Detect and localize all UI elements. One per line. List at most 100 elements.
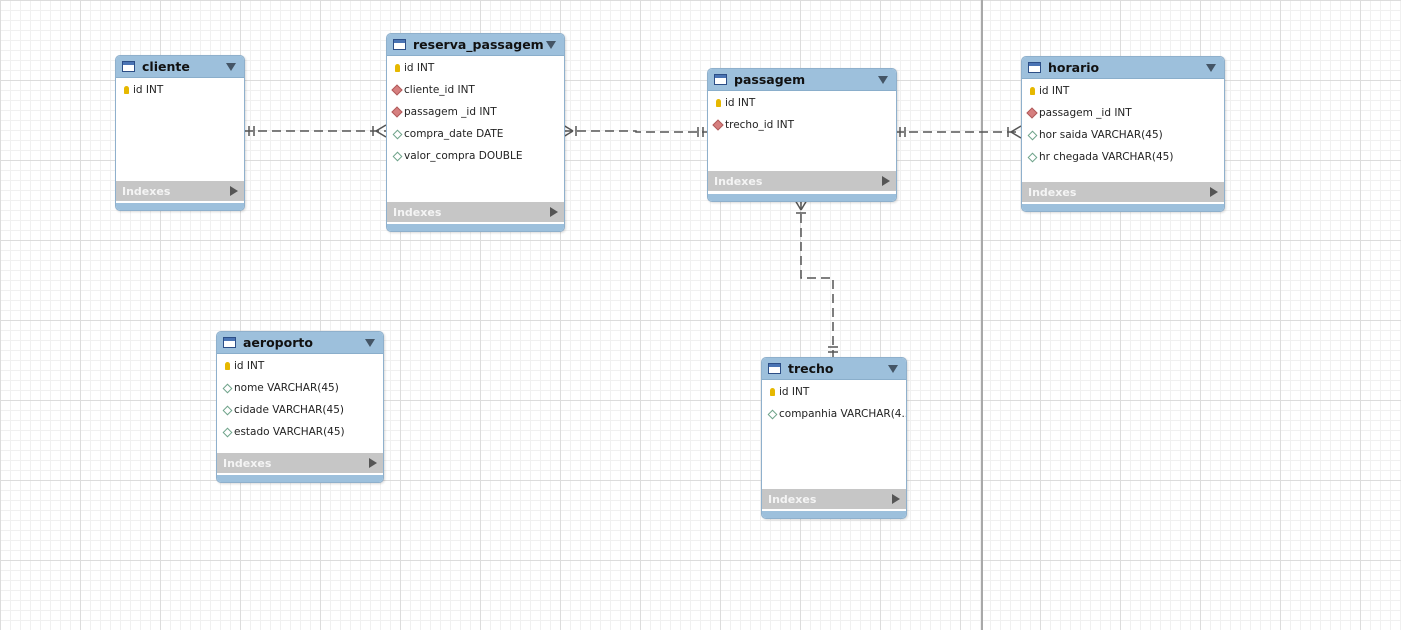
column-row[interactable]: cidade VARCHAR(45): [217, 399, 383, 421]
column-diamond-icon: [1027, 152, 1037, 162]
entity-title: trecho: [788, 361, 834, 376]
indexes-bar[interactable]: Indexes: [217, 453, 383, 473]
column-row[interactable]: id INT: [762, 381, 906, 403]
indexes-bar[interactable]: Indexes: [1022, 182, 1224, 202]
column-name: valor_compra DOUBLE: [404, 150, 523, 162]
entity-aeroporto[interactable]: aeroporto id INT nome VARCHAR(45) cidade…: [216, 331, 384, 483]
chevron-down-icon[interactable]: [878, 75, 888, 84]
entity-title: cliente: [142, 59, 190, 74]
entity-trecho[interactable]: trecho id INT companhia VARCHAR(4... Ind…: [761, 357, 907, 519]
entity-footer: [762, 511, 906, 518]
indexes-bar[interactable]: Indexes: [116, 181, 244, 201]
column-name: passagem _id INT: [1039, 107, 1132, 119]
relationship-cliente-reserva[interactable]: [244, 124, 387, 138]
entity-header[interactable]: horario: [1022, 57, 1224, 79]
entity-header[interactable]: passagem: [708, 69, 896, 91]
entity-footer: [116, 203, 244, 210]
entity-horario[interactable]: horario id INT passagem _id INT hor said…: [1021, 56, 1225, 212]
indexes-label: Indexes: [714, 174, 763, 188]
indexes-bar[interactable]: Indexes: [708, 171, 896, 191]
chevron-down-icon[interactable]: [1206, 63, 1216, 72]
table-icon: [1028, 62, 1041, 73]
column-name: id INT: [404, 62, 435, 74]
column-row[interactable]: compra_date DATE: [387, 123, 564, 145]
column-row[interactable]: id INT: [708, 92, 896, 114]
column-row[interactable]: hor saida VARCHAR(45): [1022, 124, 1224, 146]
indexes-bar[interactable]: Indexes: [762, 489, 906, 509]
column-diamond-icon: [392, 129, 402, 139]
chevron-down-icon[interactable]: [888, 364, 898, 373]
entity-header[interactable]: reserva_passagem: [387, 34, 564, 56]
triangle-right-icon[interactable]: [230, 186, 238, 196]
column-row[interactable]: trecho_id INT: [708, 114, 896, 136]
column-row[interactable]: id INT: [217, 355, 383, 377]
indexes-label: Indexes: [223, 456, 272, 470]
column-row[interactable]: id INT: [1022, 80, 1224, 102]
triangle-right-icon[interactable]: [892, 494, 900, 504]
column-row[interactable]: cliente_id INT: [387, 79, 564, 101]
entity-header[interactable]: cliente: [116, 56, 244, 78]
entity-header[interactable]: aeroporto: [217, 332, 383, 354]
triangle-right-icon[interactable]: [550, 207, 558, 217]
column-row[interactable]: passagem _id INT: [387, 101, 564, 123]
fk-diamond-icon: [1026, 107, 1038, 119]
chevron-down-icon[interactable]: [546, 40, 556, 49]
entity-title: reserva_passagem: [413, 37, 544, 52]
table-icon: [768, 363, 781, 374]
entity-footer: [217, 475, 383, 482]
column-row[interactable]: id INT: [116, 79, 244, 101]
triangle-right-icon[interactable]: [1210, 187, 1218, 197]
column-row[interactable]: id INT: [387, 57, 564, 79]
table-icon: [223, 337, 236, 348]
column-name: id INT: [133, 84, 164, 96]
column-list: id INT trecho_id INT: [708, 92, 896, 136]
relationship-passagem-horario[interactable]: [895, 125, 1022, 139]
column-row[interactable]: hr chegada VARCHAR(45): [1022, 146, 1224, 168]
triangle-right-icon[interactable]: [882, 176, 890, 186]
column-name: hor saida VARCHAR(45): [1039, 129, 1163, 141]
key-icon: [224, 362, 230, 370]
chevron-down-icon[interactable]: [226, 62, 236, 71]
entity-title: passagem: [734, 72, 806, 87]
key-icon: [1029, 87, 1035, 95]
entity-cliente[interactable]: cliente id INT Indexes: [115, 55, 245, 211]
column-name: trecho_id INT: [725, 119, 795, 131]
table-icon: [122, 61, 135, 72]
column-diamond-icon: [1027, 130, 1037, 140]
column-row[interactable]: estado VARCHAR(45): [217, 421, 383, 443]
indexes-label: Indexes: [1028, 185, 1077, 199]
entity-footer: [1022, 204, 1224, 211]
column-name: nome VARCHAR(45): [234, 382, 339, 394]
column-name: estado VARCHAR(45): [234, 426, 345, 438]
chevron-down-icon[interactable]: [365, 338, 375, 347]
column-name: id INT: [234, 360, 265, 372]
column-name: id INT: [725, 97, 756, 109]
entity-footer: [708, 194, 896, 201]
entity-reserva-passagem[interactable]: reserva_passagem id INT cliente_id INT p…: [386, 33, 565, 232]
indexes-label: Indexes: [122, 184, 171, 198]
column-name: cidade VARCHAR(45): [234, 404, 344, 416]
entity-footer: [387, 224, 564, 231]
indexes-bar[interactable]: Indexes: [387, 202, 564, 222]
column-diamond-icon: [392, 151, 402, 161]
column-diamond-icon: [222, 405, 232, 415]
table-icon: [714, 74, 727, 85]
entity-header[interactable]: trecho: [762, 358, 906, 380]
column-list: id INT: [116, 79, 244, 101]
relationship-reserva-passagem[interactable]: [562, 124, 707, 138]
key-icon: [715, 99, 721, 107]
column-list: id INT companhia VARCHAR(4...: [762, 381, 906, 425]
relationship-passagem-trecho[interactable]: [794, 199, 838, 357]
triangle-right-icon[interactable]: [369, 458, 377, 468]
column-diamond-icon: [222, 383, 232, 393]
column-name: hr chegada VARCHAR(45): [1039, 151, 1174, 163]
column-row[interactable]: passagem _id INT: [1022, 102, 1224, 124]
entity-passagem[interactable]: passagem id INT trecho_id INT Indexes: [707, 68, 897, 202]
column-row[interactable]: valor_compra DOUBLE: [387, 145, 564, 167]
column-name: compra_date DATE: [404, 128, 504, 140]
key-icon: [394, 64, 400, 72]
fk-diamond-icon: [712, 119, 724, 131]
column-row[interactable]: nome VARCHAR(45): [217, 377, 383, 399]
column-row[interactable]: companhia VARCHAR(4...: [762, 403, 906, 425]
